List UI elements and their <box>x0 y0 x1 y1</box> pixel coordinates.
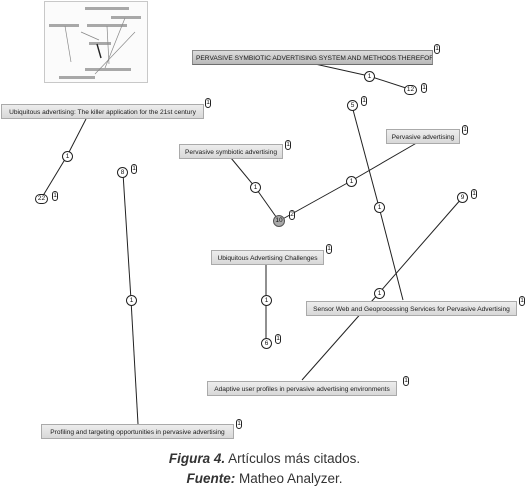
endpoint-node-10[interactable]: 10 <box>273 215 285 227</box>
node-badge: 1 <box>275 334 281 344</box>
node-pervasive-advertising[interactable]: Pervasive advertising <box>386 129 460 144</box>
node-badge: 1 <box>421 83 427 93</box>
source-value: Matheo Analyzer. <box>235 471 343 486</box>
node-badge: 1 <box>236 419 242 429</box>
node-badge: 1 <box>205 98 211 108</box>
edge-weight: 1 <box>374 202 385 213</box>
overview-minimap[interactable] <box>44 1 148 83</box>
figure-label: Figura 4. <box>168 451 226 466</box>
node-badge: 1 <box>285 140 291 150</box>
figure-caption: Figura 4. Artículos más citados. <box>0 451 529 466</box>
source-label: Fuente: <box>186 471 236 486</box>
edge-weight: 1 <box>261 295 272 306</box>
edge-weight: 1 <box>250 182 261 193</box>
edge-weight: 1 <box>126 295 137 306</box>
node-ubiquitous-advertising[interactable]: Ubiquitous advertising: The killer appli… <box>1 104 204 119</box>
node-badge: 1 <box>462 125 468 135</box>
node-badge: 1 <box>131 164 137 174</box>
node-pervasive-symbiotic[interactable]: Pervasive symbiotic advertising <box>179 144 283 159</box>
endpoint-node-12[interactable]: 12 <box>404 85 417 95</box>
endpoint-node-8[interactable]: 8 <box>117 167 128 178</box>
endpoint-node-6[interactable]: 6 <box>261 338 272 349</box>
node-badge: 1 <box>52 191 58 201</box>
endpoint-node-5[interactable]: 5 <box>347 100 358 111</box>
node-badge: 1 <box>519 296 525 306</box>
node-badge: 1 <box>471 189 477 199</box>
edge-weight: 1 <box>364 71 375 82</box>
node-badge: 2 <box>289 210 295 220</box>
source-caption: Fuente: Matheo Analyzer. <box>0 471 529 486</box>
node-ubiquitous-challenges[interactable]: Ubiquitous Advertising Challenges <box>211 250 324 265</box>
node-adaptive-profiles[interactable]: Adaptive user profiles in pervasive adve… <box>207 381 397 396</box>
endpoint-node-22[interactable]: 22 <box>35 194 48 204</box>
figure-title: Artículos más citados. <box>225 451 361 466</box>
endpoint-node-9[interactable]: 9 <box>457 192 468 203</box>
node-profiling-targeting[interactable]: Profiling and targeting opportunities in… <box>41 424 234 439</box>
edge-weight: 1 <box>346 176 357 187</box>
edge-weight: 1 <box>62 151 73 162</box>
node-badge: 1 <box>326 244 332 254</box>
edge-weight: 1 <box>374 288 385 299</box>
node-badge: 1 <box>434 44 440 54</box>
node-badge: 1 <box>403 376 409 386</box>
node-badge: 1 <box>361 96 367 106</box>
node-sensor-web[interactable]: Sensor Web and Geoprocessing Services fo… <box>306 301 517 316</box>
node-pervasive-symbiotic-system[interactable]: PERVASIVE SYMBIOTIC ADVERTISING SYSTEM A… <box>192 50 433 65</box>
